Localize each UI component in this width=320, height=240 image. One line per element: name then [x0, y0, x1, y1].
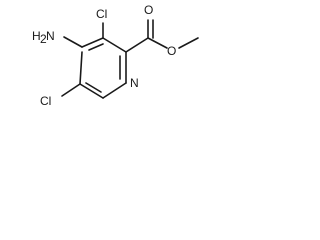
amino-h-label: H [32, 29, 41, 43]
ester-o-double-label: O [144, 3, 153, 17]
bond-inner-c4-c3 [88, 43, 104, 51]
bond-c2-ccarbonyl [125, 37, 149, 53]
amino-n-label: N [46, 29, 55, 43]
structure-canvas: H 2 N Cl Cl N O O [0, 0, 234, 138]
bond-o-methyl [178, 37, 199, 49]
bond-inner-c6-c5 [85, 82, 102, 93]
cl-left-label: Cl [40, 94, 51, 108]
chemical-structure: H 2 N Cl Cl N O O [32, 3, 199, 108]
bond-c6-c5 [79, 83, 104, 99]
bond-c5-cl [61, 83, 81, 97]
bond-n1-c6 [102, 82, 127, 99]
bond-c4-c3 [81, 37, 104, 48]
cl-top-label: Cl [96, 7, 107, 21]
ester-o-single-label: O [167, 44, 176, 58]
bond-c4-nh2 [63, 36, 83, 48]
bond-c3-c2 [102, 37, 127, 53]
bond-c5-c4 [79, 51, 83, 85]
amino-subscript: 2 [40, 32, 47, 46]
bond-ccarbonyl-o-single [147, 37, 168, 49]
ring-n-label: N [130, 76, 139, 90]
